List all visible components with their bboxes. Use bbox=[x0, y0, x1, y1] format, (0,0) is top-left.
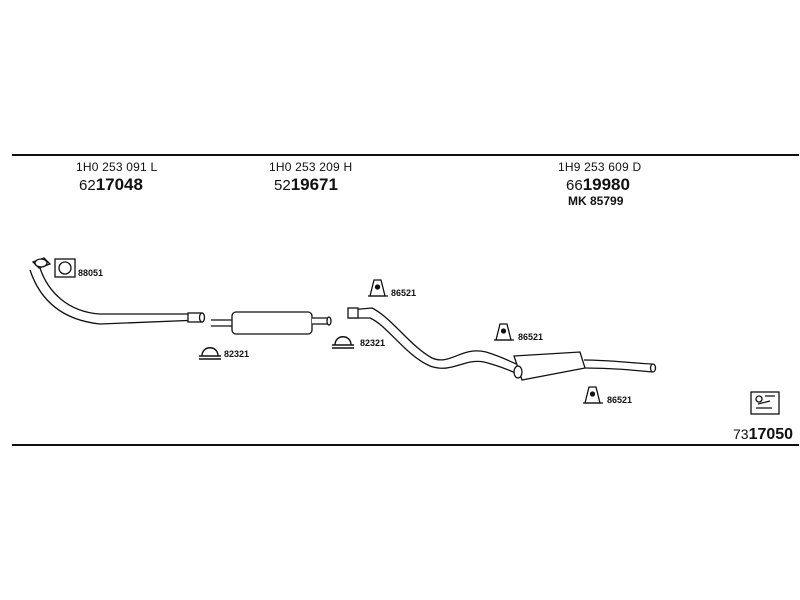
part-main-number: 19980 bbox=[582, 175, 630, 194]
bottom-divider bbox=[12, 444, 799, 446]
complete-kit-number: 7317050 bbox=[733, 426, 793, 444]
mounting-kit-number: MK 85799 bbox=[568, 194, 624, 208]
part-main-number: 19671 bbox=[290, 175, 338, 194]
part-number-middle-silencer: 5219671 bbox=[274, 175, 338, 195]
assembly-box-icon bbox=[750, 391, 780, 415]
clamp-label: 82321 bbox=[360, 338, 386, 348]
rubber-hanger-icon bbox=[494, 323, 514, 341]
hanger-label: 86521 bbox=[607, 395, 633, 405]
part-prefix: 73 bbox=[733, 426, 749, 442]
part-main-number: 17050 bbox=[748, 426, 794, 443]
clamp-label: 82321 bbox=[224, 349, 250, 359]
part-prefix: 66 bbox=[566, 177, 583, 194]
clamp-icon bbox=[332, 336, 354, 349]
gasket-icon bbox=[54, 258, 76, 278]
rubber-hanger-icon bbox=[368, 279, 388, 297]
oem-number-rear-silencer: 1H9 253 609 D bbox=[558, 160, 642, 174]
rear-silencer bbox=[513, 351, 657, 381]
part-number-front-pipe: 6217048 bbox=[79, 175, 143, 195]
clamp-icon bbox=[199, 347, 221, 360]
oem-number-front-pipe: 1H0 253 091 L bbox=[76, 160, 158, 174]
rubber-hanger-icon bbox=[583, 386, 603, 404]
hanger-label: 86521 bbox=[391, 288, 417, 298]
front-pipe bbox=[29, 257, 206, 325]
part-main-number: 17048 bbox=[95, 175, 143, 194]
hanger-label: 86521 bbox=[518, 332, 544, 342]
part-prefix: 62 bbox=[79, 177, 96, 194]
part-number-rear-silencer: 6619980 bbox=[566, 175, 630, 195]
part-prefix: 52 bbox=[274, 177, 291, 194]
oem-number-middle-silencer: 1H0 253 209 H bbox=[269, 160, 353, 174]
gasket-label: 88051 bbox=[78, 268, 104, 278]
top-divider bbox=[12, 154, 799, 156]
middle-silencer bbox=[211, 311, 332, 335]
rear-pipe bbox=[347, 307, 523, 374]
